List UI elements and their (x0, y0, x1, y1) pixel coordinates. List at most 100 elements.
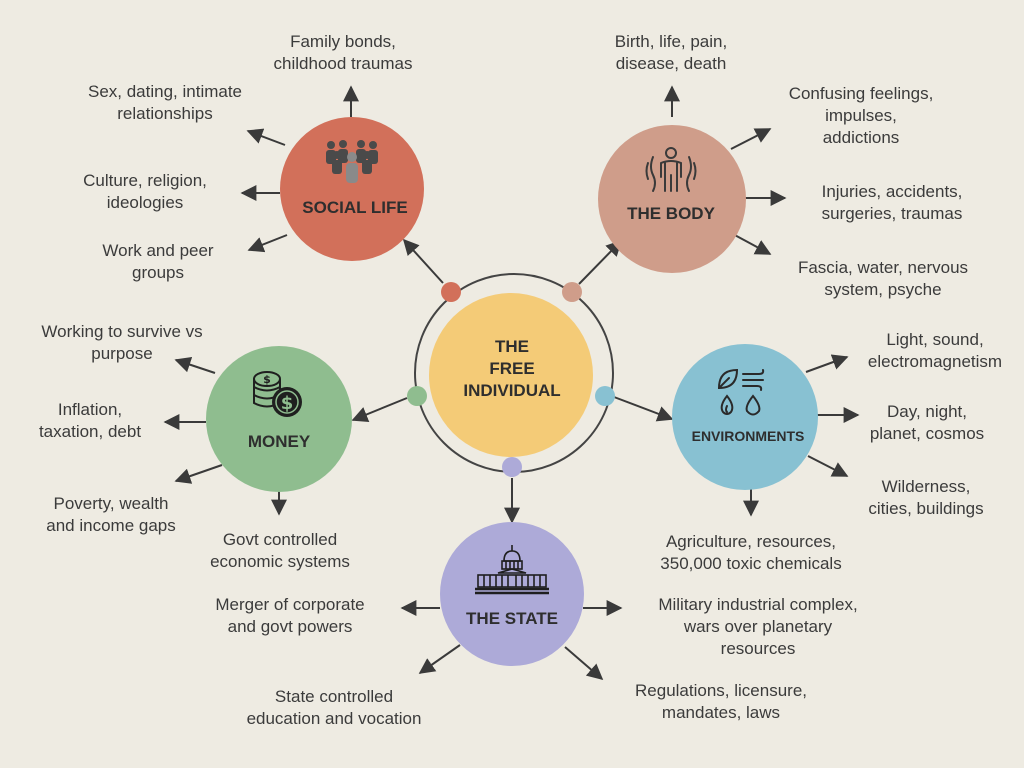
label-money-govt: Govt controlled economic systems (210, 529, 350, 573)
label-line: system, psyche (824, 280, 942, 299)
label-money-working: Working to survive vs purpose (41, 321, 202, 365)
label-line: and govt powers (227, 617, 353, 636)
label-line: Family bonds, (290, 32, 396, 51)
label-line: resources (720, 639, 796, 658)
arrow-center-to-environments (613, 396, 674, 422)
label-money-inflation: Inflation, taxation, debt (39, 399, 141, 443)
label-body-birth: Birth, life, pain, disease, death (615, 31, 727, 75)
arrow-env-light (805, 354, 849, 373)
arrow-body-fascia (730, 232, 772, 255)
label-line: electromagnetism (867, 352, 1003, 371)
label-line: State controlled (274, 687, 394, 706)
label-line: surgeries, traumas (821, 204, 963, 223)
arrow-money-working (174, 356, 216, 374)
arrow-body-feelings (730, 128, 772, 150)
label-line: impulses, (825, 106, 897, 125)
label-state-education: State controlled education and vocation (247, 686, 422, 730)
center-title: THE FREE INDIVIDUAL (463, 336, 560, 402)
arrow-social-work (247, 234, 288, 253)
label-line: childhood traumas (273, 54, 413, 73)
center-title-line-2: FREE (489, 359, 535, 378)
label-line: 350,000 toxic chemicals (660, 554, 842, 573)
center-circle (429, 293, 593, 457)
people-group-icon (326, 140, 378, 183)
label-line: Confusing feelings, (788, 84, 934, 103)
label-social-family: Family bonds, childhood traumas (274, 31, 413, 75)
label-line: Day, night, (886, 402, 967, 421)
label-line: Working to survive vs (41, 322, 203, 341)
label-body-injuries: Injuries, accidents, surgeries, traumas (822, 181, 963, 225)
capitol-building-icon (475, 545, 549, 595)
label-line: ideologies (106, 193, 184, 212)
label-line: Poverty, wealth (53, 494, 169, 513)
label-line: Culture, religion, (83, 171, 207, 190)
label-money-poverty: Poverty, wealth and income gaps (46, 493, 175, 537)
label-line: Military industrial complex, (658, 595, 858, 614)
arrow-money-poverty (174, 464, 223, 484)
label-body-feelings: Confusing feelings, impulses, addictions (789, 83, 934, 149)
label-line: wars over planetary (683, 617, 833, 636)
the-body-node (598, 125, 746, 273)
the-body-title: THE BODY (627, 204, 715, 223)
label-line: disease, death (615, 54, 727, 73)
label-line: Sex, dating, intimate (87, 82, 243, 101)
dot-the-body (562, 282, 582, 302)
label-social-culture: Culture, religion, ideologies (83, 170, 207, 214)
svg-text:$: $ (263, 373, 271, 386)
dot-environments (595, 386, 615, 406)
label-env-day: Day, night, planet, cosmos (870, 401, 984, 445)
label-env-wilderness: Wilderness, cities, buildings (868, 476, 983, 520)
dot-the-state (502, 457, 522, 477)
label-line: Regulations, licensure, (635, 681, 807, 700)
money-node (206, 346, 352, 492)
center-title-line-3: INDIVIDUAL (463, 381, 561, 400)
label-line: and income gaps (46, 516, 176, 535)
label-line: cities, buildings (868, 499, 984, 518)
label-line: relationships (117, 104, 213, 123)
label-line: Wilderness, (881, 477, 971, 496)
the-state-title: THE STATE (466, 609, 558, 628)
label-line: planet, cosmos (869, 424, 985, 443)
label-line: Birth, life, pain, (614, 32, 728, 51)
human-body-icon (645, 147, 697, 192)
label-line: mandates, laws (661, 703, 781, 722)
environments-node (672, 344, 818, 490)
arrow-state-regulations (564, 646, 604, 681)
label-line: Inflation, (57, 400, 123, 419)
arrow-env-wilderness (807, 455, 849, 477)
label-env-agriculture: Agriculture, resources, 350,000 toxic ch… (660, 531, 841, 575)
center-title-line-1: THE (495, 337, 529, 356)
label-social-work: Work and peer groups (102, 240, 213, 284)
dot-social-life (441, 282, 461, 302)
label-line: education and vocation (246, 709, 422, 728)
label-line: Light, sound, (886, 330, 984, 349)
arrow-center-to-money (351, 397, 408, 422)
label-line: Fascia, water, nervous (797, 258, 969, 277)
arrow-center-to-the-body (578, 239, 623, 285)
label-line: taxation, debt (38, 422, 142, 441)
svg-text:$: $ (281, 393, 294, 414)
arrow-center-to-social-life (402, 238, 444, 284)
label-state-regulations: Regulations, licensure, mandates, laws (635, 680, 807, 724)
money-title: MONEY (247, 432, 311, 451)
environments-title: ENVIRONMENTS (691, 428, 805, 444)
label-state-merger: Merger of corporate and govt powers (215, 594, 364, 638)
dot-money (407, 386, 427, 406)
label-line: purpose (91, 344, 153, 363)
label-line: Injuries, accidents, (821, 182, 963, 201)
label-line: Govt controlled (222, 530, 338, 549)
label-social-sex: Sex, dating, intimate relationships (88, 81, 242, 125)
arrow-state-education (418, 644, 461, 674)
label-state-military: Military industrial complex, wars over p… (658, 594, 857, 660)
label-line: Work and peer (102, 241, 214, 260)
label-line: Agriculture, resources, (665, 532, 837, 551)
label-line: economic systems (210, 552, 350, 571)
social-life-node (280, 117, 424, 261)
label-env-light: Light, sound, electromagnetism (868, 329, 1002, 373)
label-line: groups (132, 263, 184, 282)
coins-icon: $ $ (253, 371, 302, 417)
label-line: addictions (822, 128, 900, 147)
label-line: Merger of corporate (215, 595, 365, 614)
label-body-fascia: Fascia, water, nervous system, psyche (798, 257, 968, 301)
